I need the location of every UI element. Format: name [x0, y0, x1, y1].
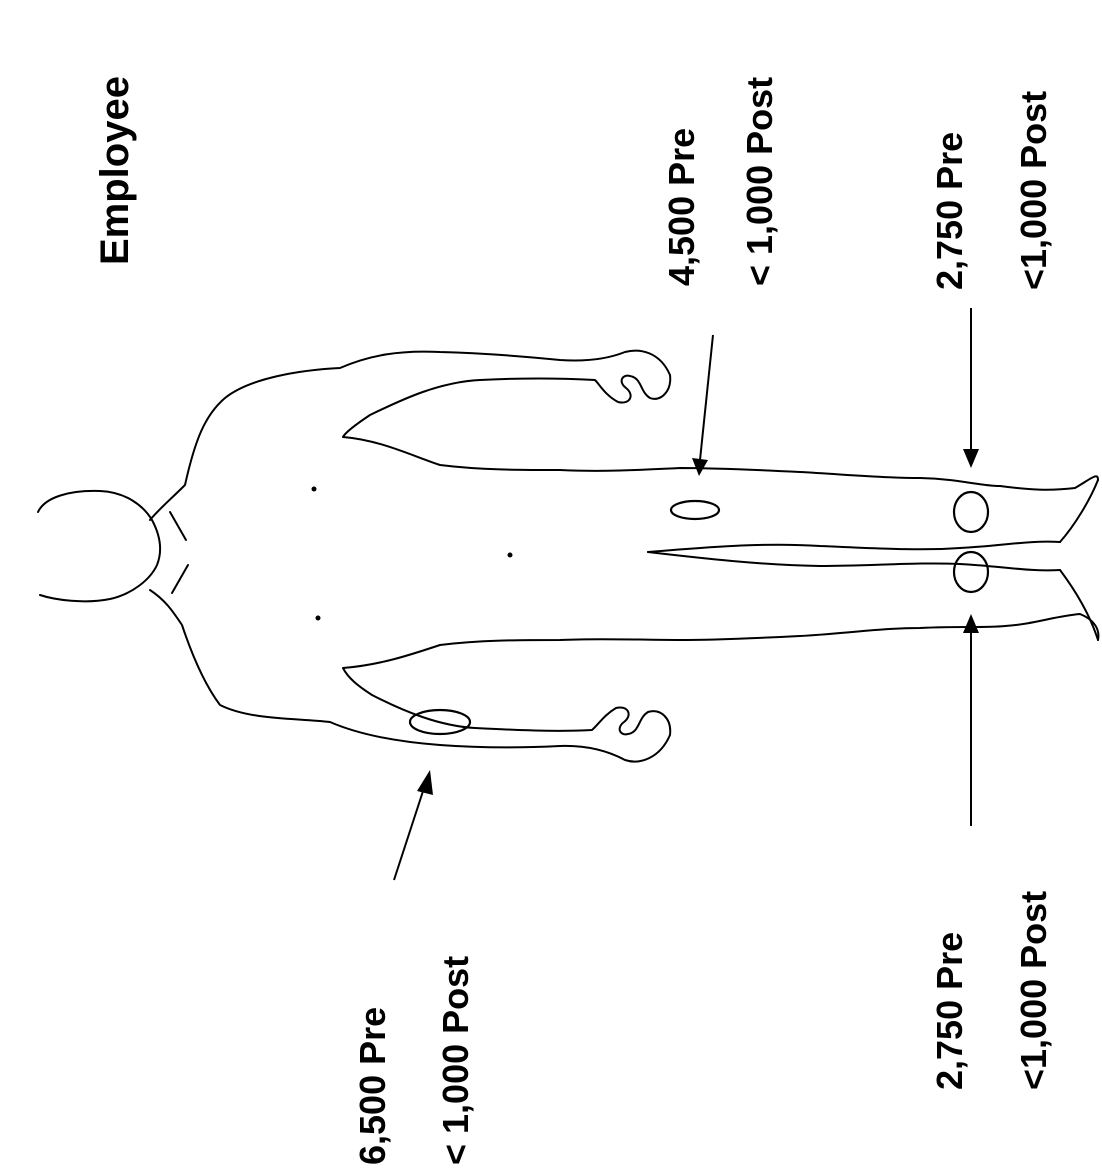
- upper-thigh-post-label: < 1,000 Post: [739, 77, 780, 286]
- right-knee-post-label: <1,000 Post: [1013, 91, 1054, 290]
- torso-dot: [316, 616, 321, 621]
- torso-outline: [150, 351, 1098, 520]
- torso-dot: [508, 553, 513, 558]
- arrow-left-knee: [963, 614, 979, 826]
- site-upper-thigh: [671, 501, 719, 519]
- torso-dot: [312, 487, 317, 492]
- arrow-upper-thigh: [692, 335, 713, 476]
- body-outline: [38, 351, 1098, 762]
- site-right-knee: [954, 492, 988, 532]
- left-knee-post-label: <1,000 Post: [1013, 891, 1054, 1090]
- arrow-right-knee: [963, 308, 979, 468]
- upper-arm-post-label: < 1,000 Post: [435, 956, 476, 1165]
- left-knee-pre-label: 2,750 Pre: [929, 932, 970, 1090]
- site-left-knee: [954, 552, 988, 592]
- head-outline: [38, 491, 160, 601]
- arrow-upper-arm: [394, 770, 433, 880]
- diagram-title: Employee: [93, 76, 137, 265]
- upper-thigh-pre-label: 4,500 Pre: [661, 128, 702, 286]
- upper-arm-pre-label: 6,500 Pre: [352, 1007, 393, 1165]
- right-knee-pre-label: 2,750 Pre: [929, 132, 970, 290]
